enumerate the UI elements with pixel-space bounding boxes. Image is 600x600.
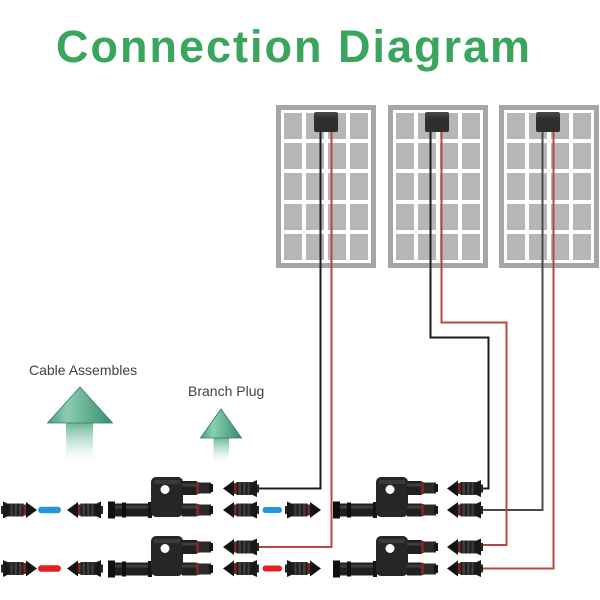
- branch-plug-arrow: [199, 408, 243, 462]
- wires: [259, 126, 555, 570]
- panel1-red-wire: [259, 126, 333, 548]
- solar-cell: [462, 203, 480, 230]
- solar-cell: [462, 113, 480, 140]
- solar-cell: [350, 233, 368, 260]
- mc4-connector: [447, 538, 483, 556]
- solar-cell: [551, 143, 569, 170]
- mc4-connector: [285, 560, 321, 577]
- solar-cell: [507, 173, 525, 200]
- solar-cell: [284, 203, 302, 230]
- solar-cell: [350, 203, 368, 230]
- junction-box-1: [314, 112, 338, 132]
- solar-cell: [284, 143, 302, 170]
- solar-cell: [573, 203, 591, 230]
- solar-panel-3: [499, 105, 599, 268]
- panel2-red-wire: [440, 126, 508, 546]
- solar-cell: [462, 233, 480, 260]
- mc4-connector: [447, 480, 483, 497]
- mc4-connector: [223, 501, 259, 519]
- cable-assemblies-arrow: [46, 386, 114, 461]
- solar-cell: [350, 143, 368, 170]
- solar-cell: [396, 203, 414, 230]
- solar-cell: [462, 143, 480, 170]
- solar-cell: [507, 233, 525, 260]
- solar-cell: [573, 173, 591, 200]
- blue-dash: [38, 506, 61, 514]
- mc4-connector: [285, 501, 321, 519]
- solar-cell: [507, 143, 525, 170]
- solar-cell: [396, 233, 414, 260]
- solar-cell: [284, 113, 302, 140]
- solar-cell: [350, 113, 368, 140]
- junction-box-2: [425, 112, 449, 132]
- panel3-black-wire: [481, 126, 544, 511]
- mc4-connector: [223, 480, 259, 497]
- solar-cell: [573, 233, 591, 260]
- connector-row-2: [1, 536, 483, 578]
- solar-cell: [462, 173, 480, 200]
- mc4-connector: [223, 538, 259, 556]
- solar-cell: [440, 203, 458, 230]
- solar-cell: [284, 233, 302, 260]
- solar-cell: [551, 173, 569, 200]
- branch-plug-connector: [108, 536, 213, 578]
- solar-cell: [350, 173, 368, 200]
- mc4-connector: [1, 560, 37, 577]
- mc4-connector: [67, 501, 103, 519]
- solar-cell: [440, 233, 458, 260]
- solar-cell: [573, 113, 591, 140]
- branch-plug-connector: [333, 536, 438, 578]
- branch-plug-label: Branch Plug: [188, 383, 265, 399]
- mc4-connector: [447, 501, 483, 519]
- solar-cell: [551, 203, 569, 230]
- solar-cell: [551, 233, 569, 260]
- panel2-black-wire: [429, 126, 490, 490]
- panel3-red-wire: [480, 126, 555, 570]
- solar-cell: [284, 173, 302, 200]
- solar-cell: [507, 113, 525, 140]
- red-dash: [262, 565, 282, 572]
- solar-cell: [396, 143, 414, 170]
- solar-cell: [396, 173, 414, 200]
- mc4-connector: [1, 501, 37, 519]
- cable-assemblies-label: Cable Assembles: [29, 362, 138, 378]
- page-title: Connection Diagram: [56, 21, 533, 72]
- branch-plug-connector: [333, 477, 438, 519]
- branch-plug-connector: [108, 477, 213, 519]
- mc4-connector: [223, 560, 259, 577]
- solar-cell: [440, 143, 458, 170]
- connector-row-1: [1, 477, 483, 519]
- solar-cell: [396, 113, 414, 140]
- mc4-connector: [447, 560, 483, 577]
- solar-cell: [440, 173, 458, 200]
- solar-cell: [573, 143, 591, 170]
- panel1-black-wire: [259, 126, 322, 490]
- blue-dash: [262, 507, 282, 513]
- mc4-connector: [67, 560, 103, 577]
- junction-box-3: [536, 112, 560, 132]
- red-dash: [38, 565, 61, 572]
- solar-cell: [507, 203, 525, 230]
